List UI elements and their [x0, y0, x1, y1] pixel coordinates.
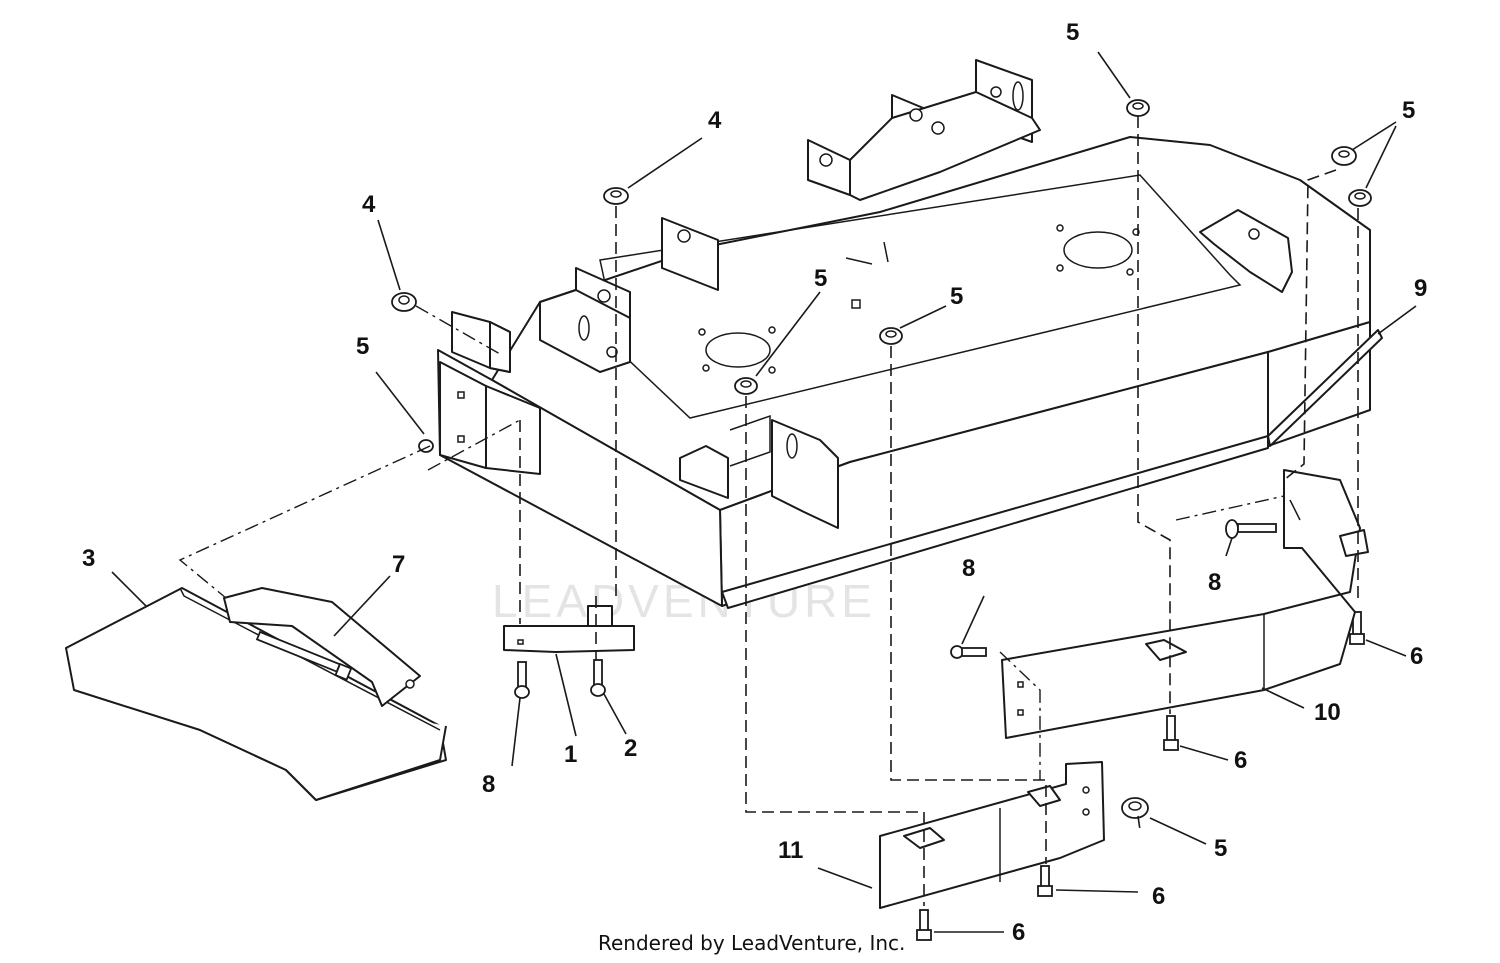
left-corner-bracket: [451, 311, 511, 373]
callout-6: 6: [1152, 883, 1165, 910]
callout-7: 7: [392, 551, 405, 578]
callout-8: 8: [482, 771, 495, 798]
callout-6: 6: [1410, 643, 1423, 670]
flange-nut-icon: [1348, 189, 1372, 207]
callout-5: 5: [1214, 835, 1227, 862]
carriage-bolt-icon: [1225, 519, 1277, 539]
carriage-bolt-icon: [514, 661, 530, 699]
callout-5: 5: [1066, 19, 1079, 46]
left-hitch-bracket: [539, 217, 719, 373]
front-left-bracket: [679, 414, 839, 529]
callout-9: 9: [1414, 275, 1427, 302]
flange-nut-icon: [1331, 146, 1357, 166]
part-7-hinge-rod: [223, 587, 421, 707]
assembly-lines: [178, 116, 1359, 906]
hex-bolt-icon: [916, 909, 932, 941]
callout-4: 4: [708, 107, 722, 134]
flange-nut-icon: [1126, 99, 1150, 117]
hex-bolt-icon: [1349, 611, 1365, 645]
part-3-discharge-chute: [65, 587, 447, 801]
callout-11: 11: [778, 837, 803, 864]
rear-hitch-bracket: [807, 59, 1041, 201]
carriage-bolt-icon: [950, 645, 987, 659]
part-10-baffle: [1001, 469, 1369, 739]
callout-8: 8: [1208, 569, 1221, 596]
callout-4: 4: [362, 191, 376, 218]
callout-2: 2: [624, 735, 637, 762]
hex-bolt-icon: [1163, 715, 1179, 751]
callout-10: 10: [1314, 699, 1341, 726]
bushing-icon: [391, 292, 417, 312]
flange-nut-icon: [879, 327, 903, 345]
flange-nut-icon: [734, 377, 758, 395]
callout-8: 8: [962, 555, 975, 582]
hex-bolt-icon: [1037, 865, 1053, 897]
callout-5: 5: [950, 283, 963, 310]
callout-5: 5: [356, 333, 369, 360]
callout-3: 3: [82, 545, 95, 572]
callout-6: 6: [1234, 747, 1247, 774]
callout-labels: 5 5 4 4 5 5 5 9 3 7 8 8 6 10 1 2 8 6 5 1…: [82, 19, 1427, 946]
footer-credit: Rendered by LeadVenture, Inc.: [598, 931, 905, 955]
callout-5: 5: [1402, 97, 1415, 124]
callout-6: 6: [1012, 919, 1025, 946]
callout-5: 5: [814, 265, 827, 292]
carriage-bolt-icon: [590, 659, 606, 697]
deck-shell: [437, 136, 1383, 609]
front-right-bracket: [1199, 209, 1293, 293]
flange-nut-icon: [1121, 797, 1149, 819]
part-11-baffle: [879, 761, 1105, 909]
bushing-icon: [603, 187, 629, 205]
callout-1: 1: [564, 741, 577, 768]
leader-lines: [111, 51, 1417, 933]
part-1-deflector-block: [503, 605, 635, 653]
